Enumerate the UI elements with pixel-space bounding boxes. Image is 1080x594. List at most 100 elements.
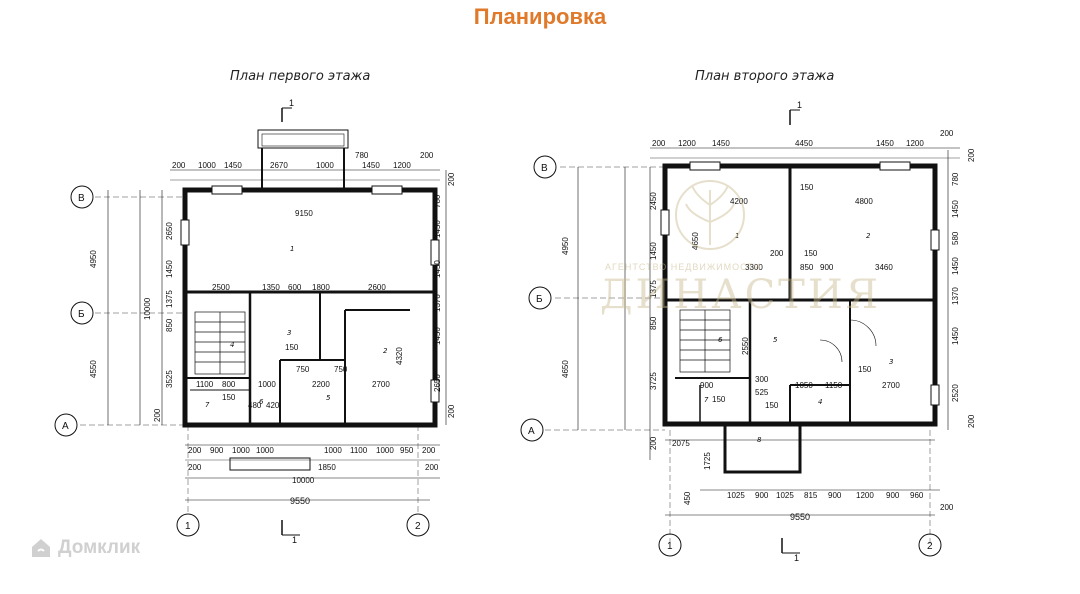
page-title: Планировка xyxy=(473,4,607,29)
agency-watermark: АГЕНТСТВО НЕДВИЖИМОСТИ ДИНАСТИЯ xyxy=(600,180,878,318)
tree-logo-icon xyxy=(675,180,745,250)
plan1-room-number: 7 xyxy=(205,401,210,409)
plan2-interior-dim: 2550 xyxy=(741,337,750,355)
plan2-interior-dim: 2075 xyxy=(672,439,690,448)
plan2-axis-col-2: 2 xyxy=(927,541,933,552)
plan1-top-dim: 2670 xyxy=(270,161,288,170)
plan2-room-number: 6 xyxy=(718,336,723,344)
plan2-right-dim: 1450 xyxy=(951,257,960,275)
plan1-interior-dim: 1000 xyxy=(258,380,276,389)
plan1-interior-dim: 480 xyxy=(248,401,262,410)
plan1-left-dim: 2650 xyxy=(165,222,174,240)
plan1-left-dim: 1375 xyxy=(165,290,174,308)
plan1-interior-dim: 800 xyxy=(222,380,236,389)
plan1-left-dim: 10000 xyxy=(143,297,152,320)
plan2-bottom-dim: 960 xyxy=(910,491,924,500)
plan1-right-dim: 780 xyxy=(433,194,442,208)
plan2-labels: 1 1 В Б А 1 2 200 1200 1450 4450 1450 12… xyxy=(528,100,976,563)
plan2-top-dim: 1200 xyxy=(906,139,924,148)
plan1-top-dim: 1450 xyxy=(224,161,242,170)
plan2-interior-dim: 900 xyxy=(820,263,834,272)
plan1-right-dim: 2650 xyxy=(433,374,442,392)
plan2-room-number: 2 xyxy=(866,232,871,240)
plan2-room-number: 8 xyxy=(757,436,762,444)
plan2-interior-dim: 1050 xyxy=(795,381,813,390)
plan1-bottom-dim: 1850 xyxy=(318,463,336,472)
plan2-interior-dim: 200 xyxy=(770,249,784,258)
plan1-right-dim: 4320 xyxy=(395,347,404,365)
plan2-left-dim: 4650 xyxy=(691,232,700,250)
plan1-right-dim: 1370 xyxy=(433,294,442,312)
plan1-top-dim: 200 xyxy=(420,151,434,160)
plan2-left-dim: 4650 xyxy=(561,360,570,378)
plan2-room-number: 3 xyxy=(889,358,893,366)
plan1-top-dim: 200 xyxy=(172,161,186,170)
plan1-right-dim: 1450 xyxy=(433,260,442,278)
plan1-top-dim: 780 xyxy=(355,151,369,160)
plan1-labels: В Б А 1 2 1 200 1000 1450 2670 1000 780 … xyxy=(62,151,456,545)
plan2-axis-row-a: А xyxy=(528,426,535,437)
plan2-room-number: 1 xyxy=(735,232,739,240)
plan1-interior-dim: 150 xyxy=(285,343,299,352)
plan2-left-dim: 2450 xyxy=(649,192,658,210)
plan2-axis-row-b: Б xyxy=(536,294,543,305)
plan2-top-dim: 200 xyxy=(652,139,666,148)
plan2-interior-dim: 300 xyxy=(755,375,769,384)
plan1-bottom-dim: 1100 xyxy=(350,446,368,455)
plan2-room-number: 4 xyxy=(818,398,822,406)
domclick-logo-icon xyxy=(32,539,50,557)
plan1-room-number: 4 xyxy=(230,341,234,349)
plan1-interior-dim: 2600 xyxy=(368,283,386,292)
plan2-interior-dim: 525 xyxy=(755,388,769,397)
plan2-bottom-dim: 1025 xyxy=(727,491,745,500)
plan1-left-dim: 1450 xyxy=(165,260,174,278)
plan1-bottom-dim: 1000 xyxy=(376,446,394,455)
plan1-left-dim: 4550 xyxy=(89,360,98,378)
plan1-top-dim: 1450 xyxy=(362,161,380,170)
plan1-bottom-dim: 1000 xyxy=(232,446,250,455)
plan1-bottom-dim: 1000 xyxy=(256,446,274,455)
plan1-bottom-dim: 200 xyxy=(188,463,202,472)
plan1-axis-row-a: А xyxy=(62,421,69,432)
plan2-interior-dim: 150 xyxy=(858,365,872,374)
plan2-left-dim: 4950 xyxy=(561,237,570,255)
plan1-left-dim: 4950 xyxy=(89,250,98,268)
plan1-interior-dim: 2200 xyxy=(312,380,330,389)
plan2-room-number: 7 xyxy=(704,396,709,404)
plan-first-floor: План первого этажа 1 xyxy=(54,69,447,537)
plan2-interior-dim: 2700 xyxy=(882,381,900,390)
watermark-line1: АГЕНТСТВО НЕДВИЖИМОСТИ xyxy=(605,262,761,272)
plan1-interior-dim: 600 xyxy=(288,283,302,292)
plan2-bottom-dim: 200 xyxy=(940,503,954,512)
plan2-room-number: 5 xyxy=(773,336,778,344)
plan1-interior-dim: 420 xyxy=(266,401,280,410)
plan2-interior-dim: 900 xyxy=(700,381,714,390)
plan-second-floor: План второго этажа xyxy=(520,69,960,557)
plan1-interior-dim: 750 xyxy=(334,365,348,374)
plan1-bottom-dim: 10000 xyxy=(292,476,315,485)
plan2-bottom-dim: 900 xyxy=(755,491,769,500)
plan2-top-dim: 4450 xyxy=(795,139,813,148)
plan1-axis-row-v: В xyxy=(78,193,85,204)
plan2-total-width: 9550 xyxy=(790,512,810,522)
plan1-bottom-dim: 950 xyxy=(400,446,414,455)
plan2-bottom-dim: 1725 xyxy=(703,452,712,470)
plan1-right-dim: 200 xyxy=(447,172,456,186)
plan1-interior-dim: 2700 xyxy=(372,380,390,389)
plan1-bottom-dim: 1000 xyxy=(324,446,342,455)
plan2-interior-dim: 1150 xyxy=(825,381,843,390)
plan2-bottom-dim: 1025 xyxy=(776,491,794,500)
plan1-room-number: 2 xyxy=(383,347,388,355)
plan1-bottom-dim: 900 xyxy=(210,446,224,455)
plan1-bottom-dim: 200 xyxy=(422,446,436,455)
plan1-bottom-dim: 200 xyxy=(188,446,202,455)
plan2-axis-col-1: 1 xyxy=(667,541,673,552)
plan1-left-dim: 850 xyxy=(165,318,174,332)
plan2-interior-dim: 4200 xyxy=(730,197,748,206)
plan1-room-number: 5 xyxy=(326,394,331,402)
plan2-interior-dim: 150 xyxy=(765,401,779,410)
plan2-interior-dim: 150 xyxy=(804,249,818,258)
plan1-right-dim: 1450 xyxy=(433,220,442,238)
plan2-left-dim: 200 xyxy=(649,436,658,450)
